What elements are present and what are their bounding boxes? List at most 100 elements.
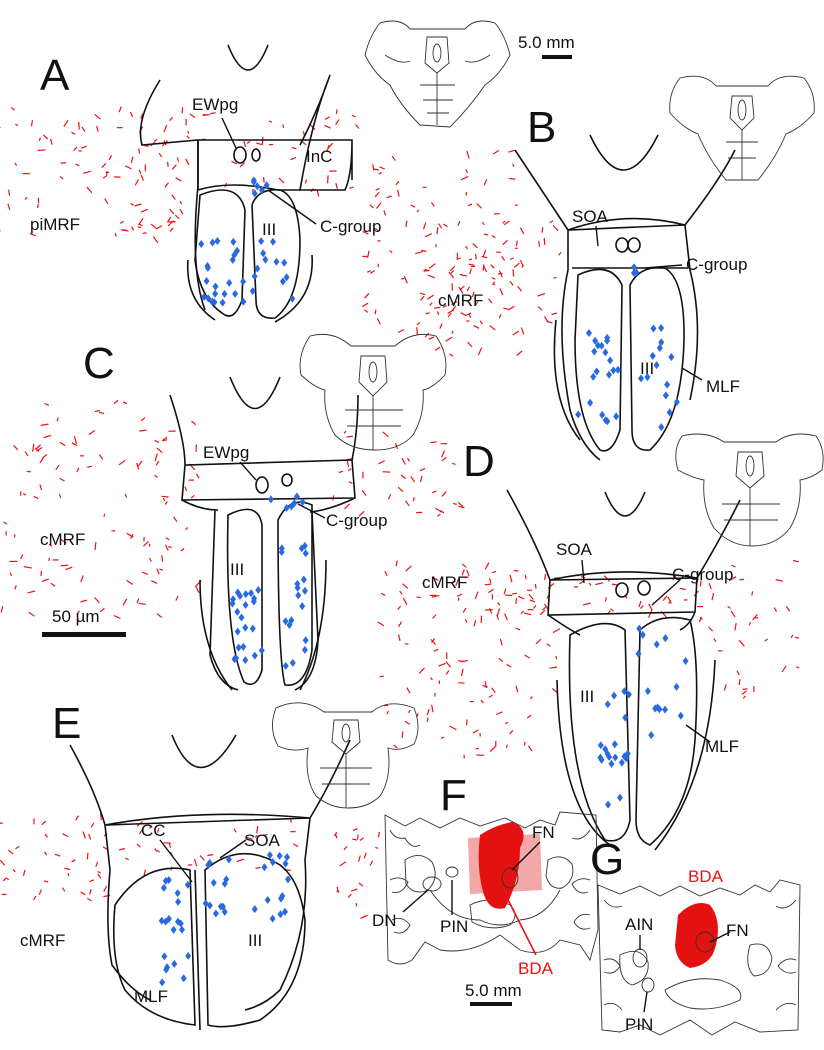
fiber-mark <box>492 149 500 155</box>
fiber-mark <box>36 203 40 209</box>
fiber-mark <box>126 532 134 538</box>
label-iii: III <box>580 687 594 706</box>
neuron-marker <box>282 661 289 670</box>
fiber-mark <box>149 825 152 829</box>
fiber-mark <box>466 286 471 292</box>
fiber-mark <box>457 220 461 227</box>
neuron-marker <box>205 294 212 303</box>
neuron-marker <box>644 373 651 382</box>
arrow <box>581 559 585 584</box>
fiber-mark <box>452 502 457 506</box>
neuron-marker <box>209 238 216 247</box>
fiber-mark <box>528 593 534 600</box>
fiber-mark <box>785 605 791 612</box>
neuron-marker <box>161 952 168 961</box>
fiber-mark <box>168 842 171 848</box>
fiber-mark <box>432 614 437 619</box>
nucleus-circle <box>615 237 629 253</box>
fiber-mark <box>161 555 164 562</box>
neuron-marker <box>605 800 612 809</box>
fiber-mark <box>440 736 445 740</box>
fiber-mark <box>22 869 26 876</box>
fiber-mark <box>359 837 364 841</box>
neuron-marker <box>273 257 280 266</box>
fiber-mark <box>498 270 503 278</box>
fiber-mark <box>523 741 526 746</box>
fiber-mark <box>363 852 367 859</box>
fiber-mark <box>458 682 465 684</box>
neuron-marker <box>171 959 178 968</box>
fiber-mark <box>80 599 88 603</box>
fiber-mark <box>350 888 358 892</box>
fiber-mark <box>795 636 800 639</box>
fiber-mark <box>95 861 99 867</box>
fiber-mark <box>348 480 353 485</box>
fiber-mark <box>369 860 374 866</box>
fiber-mark <box>402 597 408 605</box>
fiber-mark <box>438 662 446 667</box>
cerebellum-outline <box>384 811 599 965</box>
fiber-mark <box>94 597 100 604</box>
fiber-mark <box>40 423 49 426</box>
fiber-mark <box>139 429 147 432</box>
fiber-mark <box>167 161 169 167</box>
fiber-mark <box>60 538 67 544</box>
fiber-mark <box>430 677 433 681</box>
fiber-mark <box>752 614 758 621</box>
pin-nucleus <box>445 866 459 878</box>
nucleus-iii-right <box>204 852 306 1028</box>
fiber-mark <box>648 603 653 611</box>
fiber-mark <box>171 164 177 170</box>
fiber-mark <box>27 590 36 594</box>
fiber-mark <box>343 845 348 851</box>
fiber-mark <box>441 456 447 462</box>
label-iii: III <box>230 560 244 579</box>
fiber-mark <box>138 218 144 226</box>
brainstem-inset <box>675 433 824 547</box>
fiber-mark <box>475 747 479 750</box>
neuron-marker <box>251 272 258 281</box>
fiber-mark <box>410 475 416 483</box>
fiber-mark <box>161 495 169 498</box>
fiber-mark <box>76 467 80 473</box>
panel-g: G BDA AIN FN PIN <box>590 835 801 1036</box>
fiber-mark <box>451 330 454 334</box>
fiber-mark <box>430 202 435 207</box>
neuron-marker <box>250 177 257 186</box>
neuron-marker <box>622 713 629 722</box>
fiber-mark <box>140 417 146 422</box>
label-ewpg: EWpg <box>192 95 238 114</box>
neuron-marker <box>203 276 210 285</box>
fiber-mark <box>667 596 672 604</box>
brainstem-inset <box>272 702 419 809</box>
neuron-marker <box>212 289 219 298</box>
fiber-mark <box>120 229 129 232</box>
fiber-mark <box>781 665 787 673</box>
brainstem-inset <box>669 75 815 181</box>
panel-letter: E <box>52 699 81 748</box>
fiber-mark <box>484 562 490 570</box>
section-outline <box>139 74 353 311</box>
label-fn: FN <box>532 823 555 842</box>
neuron-marker <box>177 919 184 928</box>
fiber-mark <box>404 720 411 725</box>
fiber-mark <box>434 346 441 351</box>
fiber-mark <box>386 195 392 199</box>
fiber-mark <box>327 175 329 184</box>
fiber-mark <box>104 198 109 205</box>
neuron-marker <box>237 591 244 600</box>
fiber-mark <box>158 152 163 158</box>
scale-bar <box>42 632 126 637</box>
fiber-mark <box>459 273 468 277</box>
fiber-mark <box>405 565 412 572</box>
fiber-mark <box>742 695 746 699</box>
fiber-mark <box>424 232 433 238</box>
fiber-mark <box>14 162 18 167</box>
fiber-mark <box>699 580 702 587</box>
fiber-mark <box>509 257 514 260</box>
fiber-mark <box>489 746 496 753</box>
fiber-mark <box>184 486 188 492</box>
fiber-mark <box>457 257 462 260</box>
fiber-mark <box>358 510 365 517</box>
fiber-mark <box>343 430 347 434</box>
